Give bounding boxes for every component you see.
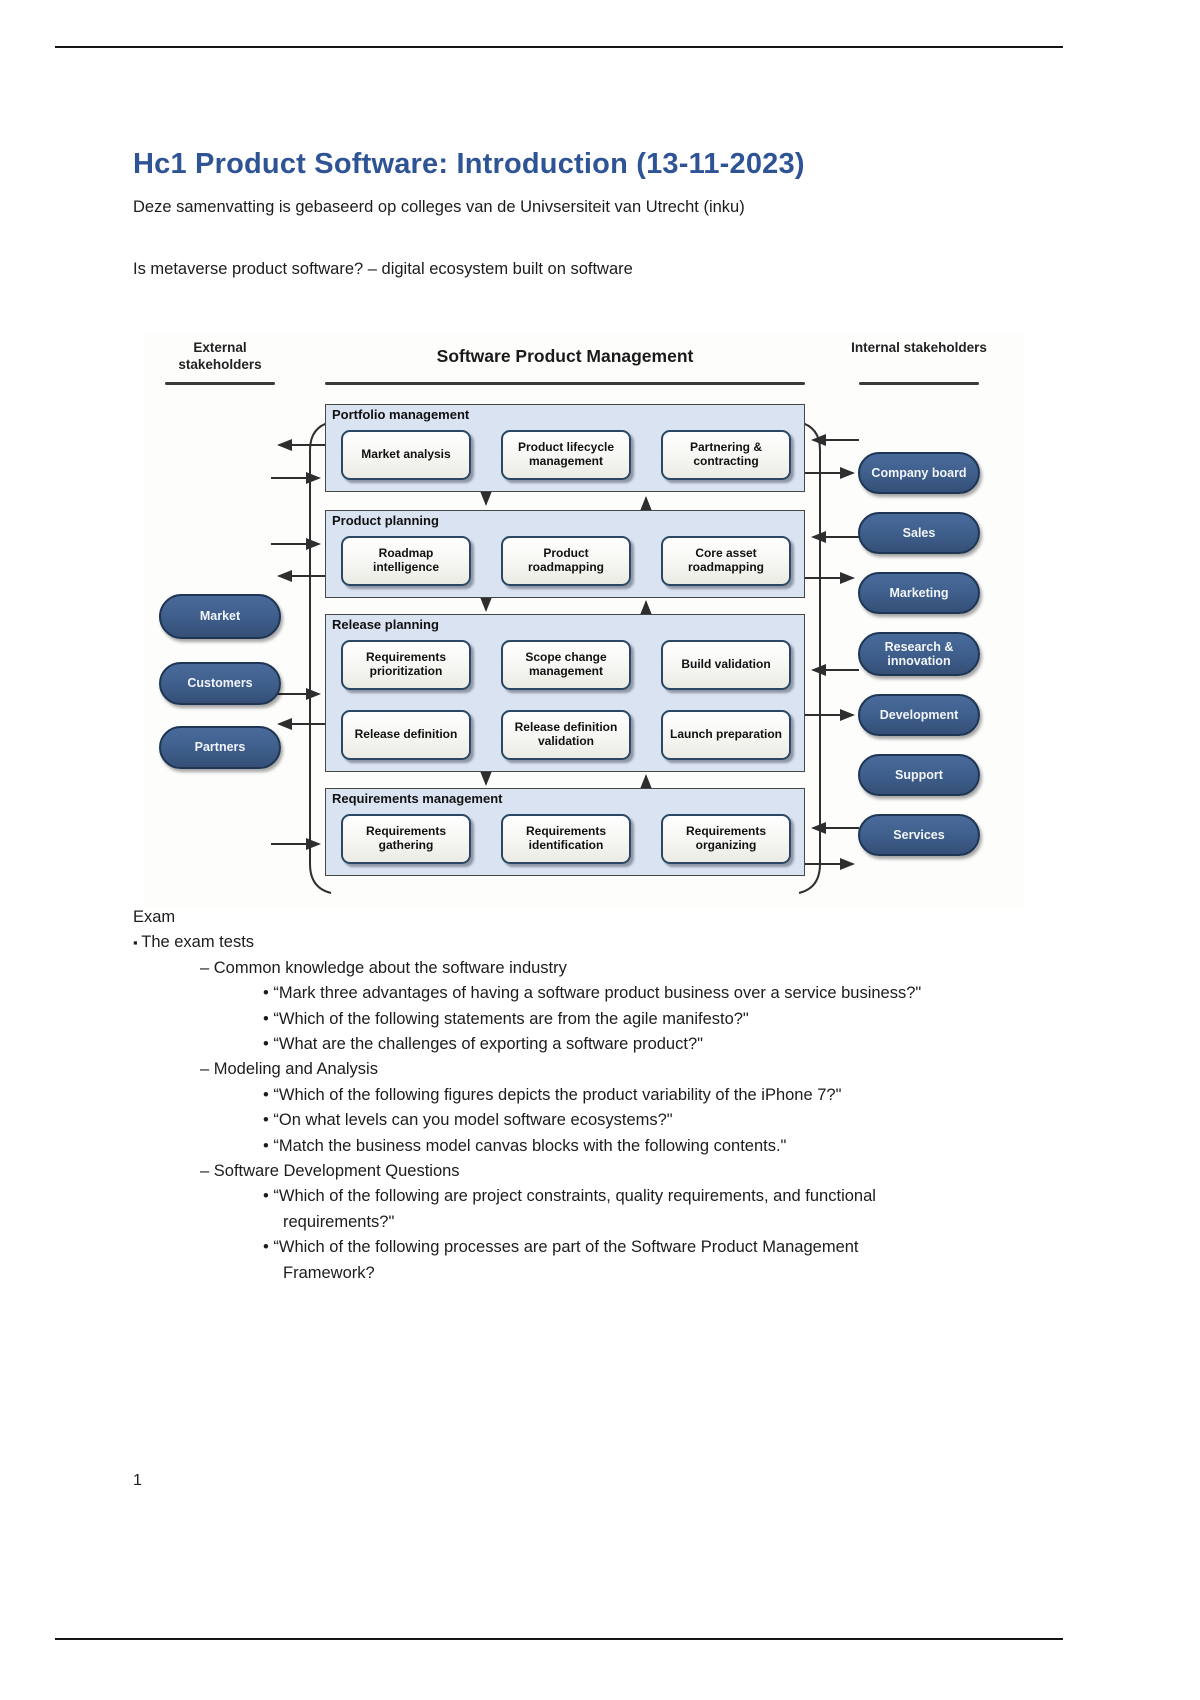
- process-box-requirements-prioritization: Requirements prioritization: [341, 640, 471, 690]
- stakeholder-oval-development: Development: [858, 694, 980, 736]
- section-label: Release planning: [332, 617, 439, 632]
- external-stakeholders-heading: External stakeholders: [178, 340, 262, 372]
- diagram-title: Software Product Management: [436, 346, 694, 366]
- exam-intro-bullet: The exam tests: [133, 930, 1078, 955]
- process-box-requirements-gathering: Requirements gathering: [341, 814, 471, 864]
- page-bottom-rule: [55, 1638, 1063, 1640]
- section-label: Requirements management: [332, 791, 503, 806]
- stakeholder-oval-company-board: Company board: [858, 452, 980, 494]
- exam-question: “What are the challenges of exporting a …: [263, 1032, 923, 1057]
- exam-topic: Software Development Questions: [200, 1159, 1078, 1184]
- stakeholder-oval-support: Support: [858, 754, 980, 796]
- process-box-scope-change-management: Scope change management: [501, 640, 631, 690]
- exam-question: “On what levels can you model software e…: [263, 1108, 923, 1133]
- exam-topic: Modeling and Analysis: [200, 1057, 1078, 1082]
- process-box-market-analysis: Market analysis: [341, 430, 471, 480]
- spm-framework-diagram: External stakeholders Software Product M…: [145, 332, 1025, 910]
- exam-question: “Which of the following statements are f…: [263, 1007, 923, 1032]
- stakeholder-oval-customers: Customers: [159, 662, 281, 705]
- stakeholder-oval-services: Services: [858, 814, 980, 856]
- process-box-roadmap-intelligence: Roadmap intelligence: [341, 536, 471, 586]
- stakeholder-oval-partners: Partners: [159, 726, 281, 769]
- page-title: Hc1 Product Software: Introduction (13-1…: [133, 148, 805, 180]
- stakeholder-oval-market: Market: [159, 594, 281, 639]
- diagram-title-rule: [325, 382, 805, 385]
- exam-heading: Exam: [133, 908, 176, 926]
- process-box-product-roadmapping: Product roadmapping: [501, 536, 631, 586]
- process-box-core-asset-roadmapping: Core asset roadmapping: [661, 536, 791, 586]
- external-heading-rule: [165, 382, 275, 385]
- section-label: Portfolio management: [332, 407, 470, 422]
- exam-question: “Which of the following figures depicts …: [263, 1083, 923, 1108]
- internal-stakeholders-heading: Internal stakeholders: [851, 340, 987, 355]
- stakeholder-oval-research-innovation: Research & innovation: [858, 632, 980, 676]
- stakeholder-oval-sales: Sales: [858, 512, 980, 554]
- section-label: Product planning: [332, 513, 439, 528]
- process-box-launch-preparation: Launch preparation: [661, 710, 791, 760]
- internal-heading-rule: [859, 382, 979, 385]
- page-top-rule: [55, 46, 1063, 48]
- exam-topic: Common knowledge about the software indu…: [200, 956, 1078, 981]
- process-box-build-validation: Build validation: [661, 640, 791, 690]
- exam-question: “Mark three advantages of having a softw…: [263, 981, 923, 1006]
- intro-line: Is metaverse product software? – digital…: [133, 260, 633, 278]
- process-box-partnering-contracting: Partnering & contracting: [661, 430, 791, 480]
- exam-question: “Match the business model canvas blocks …: [263, 1134, 923, 1159]
- exam-question: “Which of the following processes are pa…: [263, 1235, 923, 1286]
- process-box-release-definition: Release definition: [341, 710, 471, 760]
- page-subtitle: Deze samenvatting is gebaseerd op colleg…: [133, 198, 745, 216]
- process-box-product-lifecycle-management: Product lifecycle management: [501, 430, 631, 480]
- page-number: 1: [133, 1472, 142, 1489]
- exam-notes: Exam The exam tests Common knowledge abo…: [133, 905, 1078, 1286]
- process-box-requirements-organizing: Requirements organizing: [661, 814, 791, 864]
- exam-question: “Which of the following are project cons…: [263, 1184, 923, 1235]
- process-box-release-definition-validation: Release definition validation: [501, 710, 631, 760]
- process-box-requirements-identification: Requirements identification: [501, 814, 631, 864]
- stakeholder-oval-marketing: Marketing: [858, 572, 980, 614]
